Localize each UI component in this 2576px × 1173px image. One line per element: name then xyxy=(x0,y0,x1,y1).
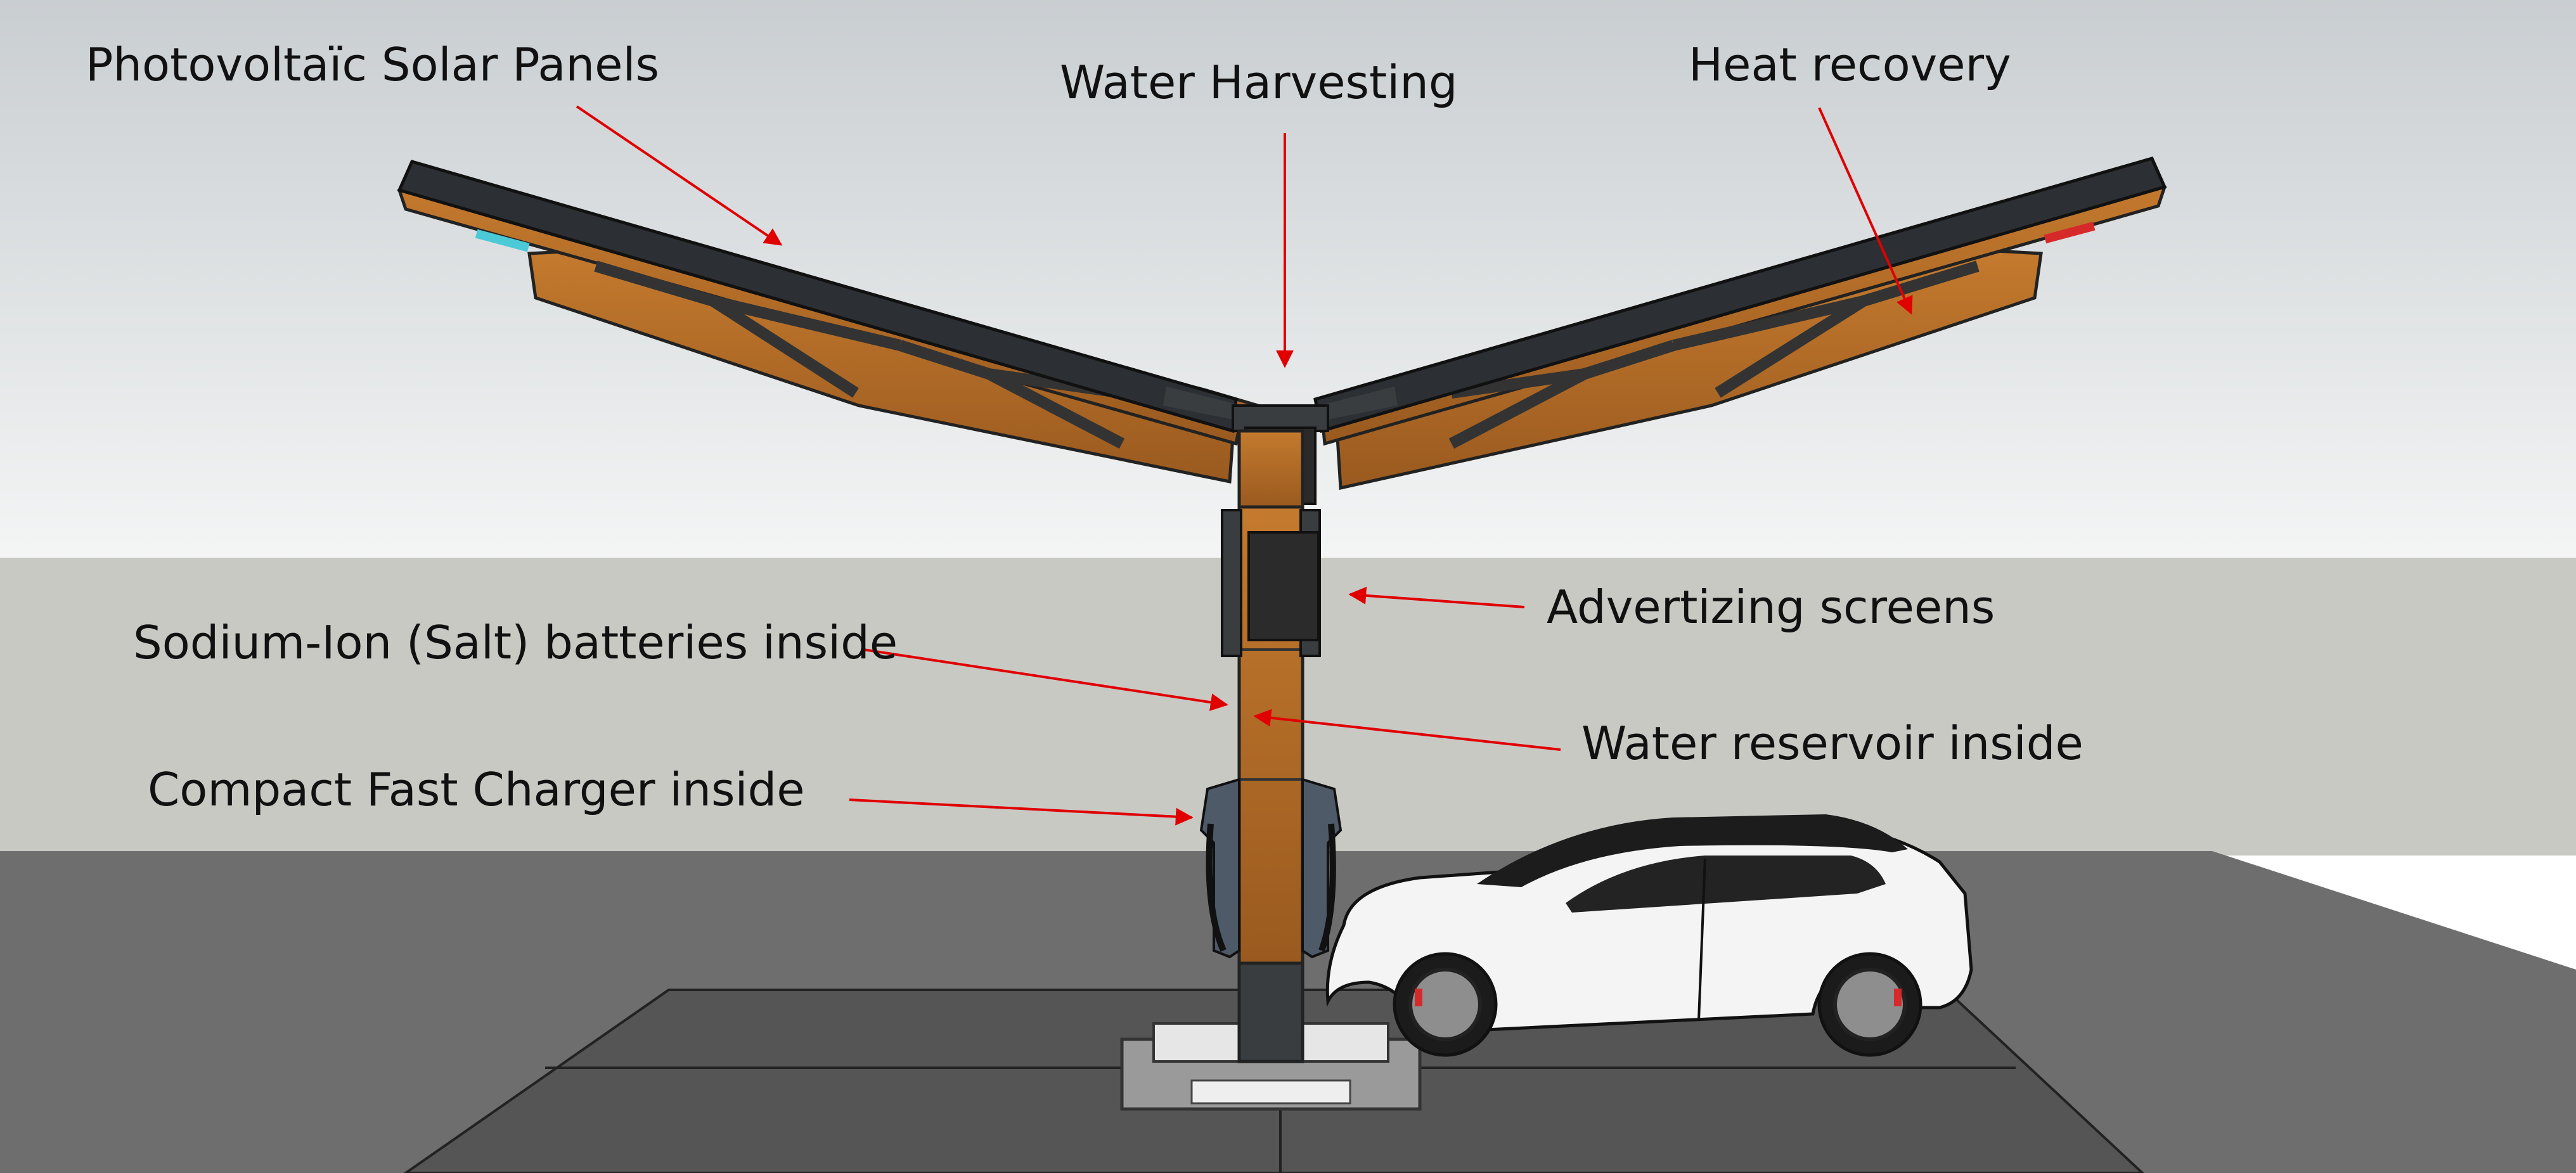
charger-cable-left xyxy=(1206,823,1227,952)
left-panel-light xyxy=(475,229,530,252)
label-batteries: Sodium-Ion (Salt) batteries inside xyxy=(133,616,898,669)
charger-cable-right xyxy=(1318,823,1336,952)
label-water-reservoir: Water reservoir inside xyxy=(1581,717,2083,770)
car-window xyxy=(1566,856,1886,913)
car-roof xyxy=(1477,814,1908,887)
right-panel-light xyxy=(2044,221,2096,244)
right-solar-panel xyxy=(1313,156,2167,433)
base-plate-step xyxy=(1190,1079,1351,1105)
arrow-heat-recovery xyxy=(1818,107,1913,315)
car-brake-front xyxy=(1415,989,1422,1006)
arrow-advertizing-screens xyxy=(1348,586,1525,608)
label-heat-recovery: Heat recovery xyxy=(1689,38,2011,91)
right-wing-truss xyxy=(1448,260,1980,449)
left-solar-panel xyxy=(397,159,1238,433)
arrow-batteries xyxy=(863,648,1228,712)
car-rim-rear xyxy=(1833,968,1907,1041)
label-solar-panels: Photovoltaïc Solar Panels xyxy=(86,38,659,91)
label-advertizing-screens: Advertizing screens xyxy=(1547,580,1995,634)
column-foot xyxy=(1237,958,1304,1063)
label-fast-charger: Compact Fast Charger inside xyxy=(148,763,805,816)
left-wing-truss xyxy=(594,260,1125,449)
arrow-water-reservoir xyxy=(1253,708,1561,751)
advertizing-screen-front xyxy=(1247,531,1320,641)
car-brake-rear xyxy=(1894,989,1902,1006)
arrow-fast-charger xyxy=(849,798,1194,826)
arrow-solar-panels xyxy=(576,105,783,246)
left-panel-frame xyxy=(1163,387,1242,421)
label-water-harvesting: Water Harvesting xyxy=(1060,56,1458,109)
car-door-line xyxy=(1697,858,1706,1021)
car-rim-front xyxy=(1408,968,1482,1041)
advertizing-screen-left xyxy=(1221,509,1242,657)
column-top xyxy=(1237,429,1304,509)
right-panel-frame xyxy=(1318,387,1398,421)
